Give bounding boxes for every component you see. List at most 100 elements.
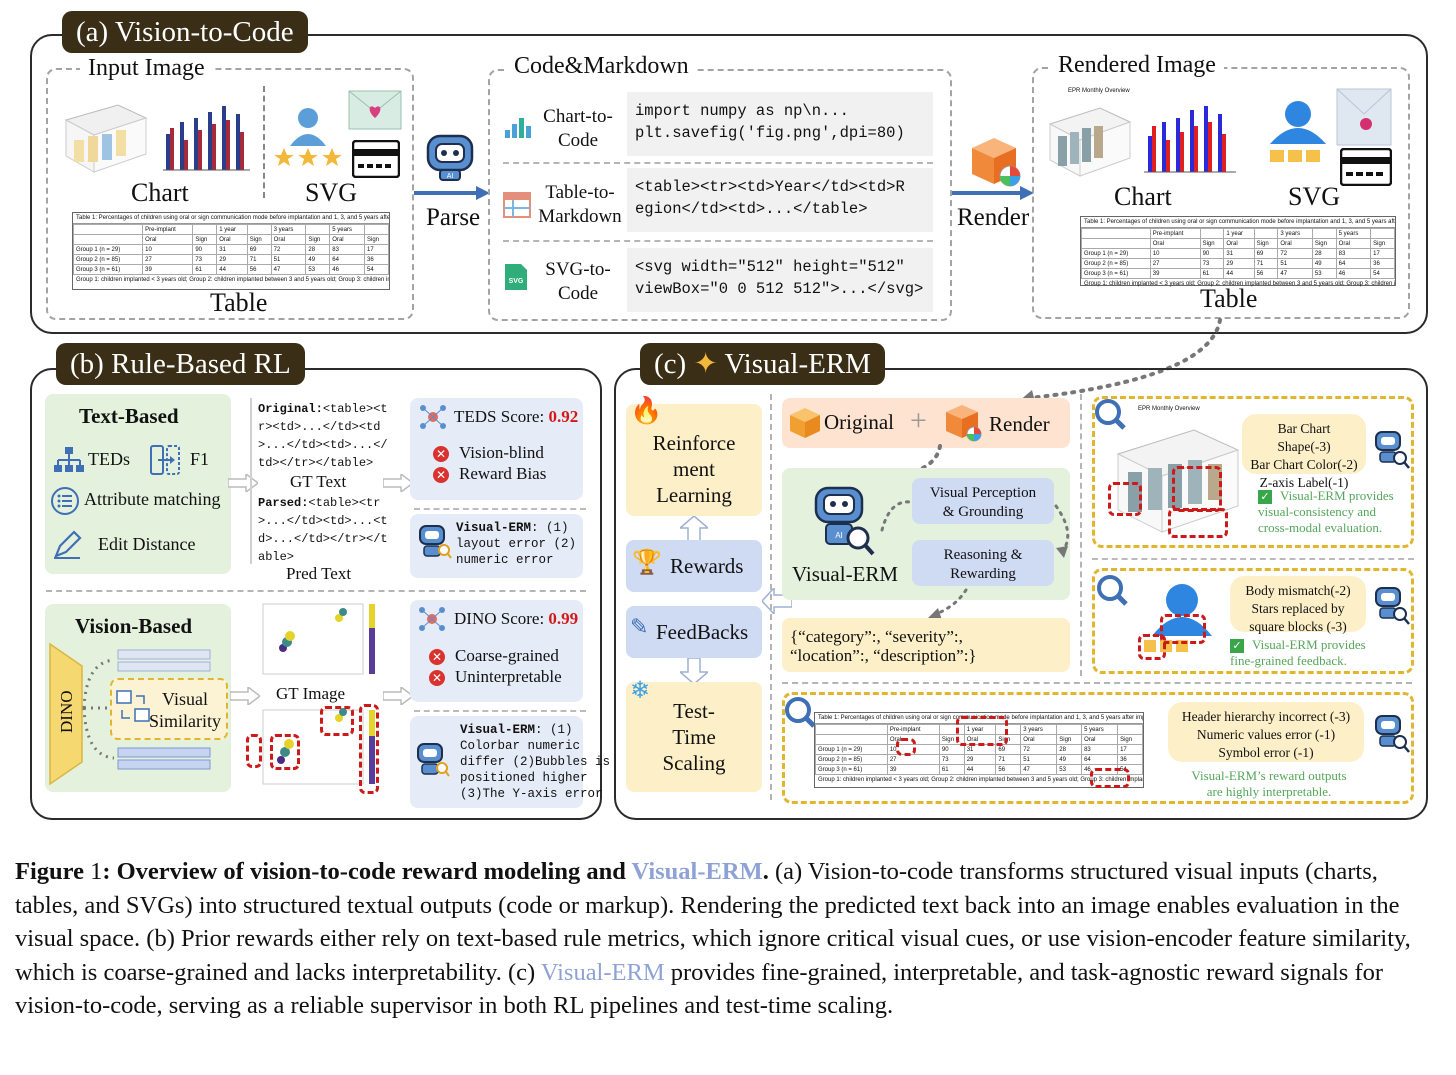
dino-trapezoid — [49, 642, 83, 786]
snowflake-icon: ❄ — [630, 678, 651, 704]
render-label: Render — [957, 204, 1030, 231]
bar-chart-icon — [505, 118, 531, 138]
perception-box — [912, 478, 1054, 524]
teds-score: TEDS Score: 0.92 — [454, 407, 579, 426]
input-image-title: Input Image — [80, 55, 213, 82]
original-code: Original:<table><t r><td>...</td><td >..… — [258, 402, 388, 470]
x-icon: ✕ — [429, 670, 445, 687]
chart-code-block: import numpy as np\n... plt.savefig('fig… — [627, 92, 933, 156]
example-user-icon — [1144, 584, 1212, 652]
erm-main-robot-icon: AI — [814, 486, 875, 556]
svg-file-icon: SVG — [505, 264, 527, 290]
code-markdown-title: Code&Markdown — [506, 53, 697, 80]
fire-icon: 🔥 — [630, 396, 663, 425]
input-divider — [263, 86, 265, 198]
attribute-list-icon — [51, 487, 79, 515]
check-icon: ✓ — [1258, 490, 1272, 505]
rendered-table-label: Table — [1200, 284, 1258, 313]
input-image-group — [46, 68, 414, 320]
b-right-sep-2 — [414, 710, 586, 712]
left-arrow-to-feedback — [762, 588, 792, 614]
gt-to-dino-arrow — [383, 687, 413, 705]
perception-label: Visual Perception & Grounding — [929, 485, 1037, 520]
tts-box — [626, 682, 762, 792]
text-based-title: Text-Based — [79, 404, 179, 428]
highlight-body — [1160, 614, 1206, 644]
reasoning-label: Reasoning & Rewarding — [943, 547, 1023, 582]
panel-c-tag: (c) ✦ Visual-ERM — [640, 343, 885, 385]
erm-internal-flow — [880, 500, 1070, 620]
f1-label: F1 — [190, 449, 210, 469]
render-cube-icon-2 — [946, 405, 982, 442]
image-compare-icon — [116, 690, 150, 722]
erm-robot-icon-2 — [417, 743, 450, 777]
erm-robot-small-2 — [1375, 587, 1410, 625]
gt-scatter-plot — [255, 598, 385, 682]
teds-tree-icon — [54, 447, 84, 472]
rendered-svg-label: SVG — [1288, 182, 1341, 211]
json-output: {“category”:, “severity”:, “location”:, … — [790, 627, 977, 665]
text-based-box — [45, 394, 231, 574]
rl-label: Reinforce ment Learning — [652, 431, 736, 507]
code-sep-1 — [503, 162, 933, 164]
plus-sign: + — [910, 404, 927, 437]
table-icon — [503, 192, 531, 218]
input-chart-3d — [64, 104, 148, 173]
tts-label: Test- Time Scaling — [662, 699, 726, 775]
party-icon: ✦ — [693, 348, 718, 380]
input-table-label: Table — [210, 288, 268, 317]
input-svg-label: SVG — [305, 178, 358, 207]
original-cube-icon — [790, 408, 820, 438]
example-svg-note: ✓Visual-ERM provides fine-grained feedba… — [1230, 637, 1366, 669]
down-arrow-1 — [680, 658, 708, 684]
magnifier-icon-2 — [1097, 575, 1128, 606]
rendered-bars — [1148, 106, 1226, 172]
highlight-bubbles-left — [270, 734, 300, 770]
gt-to-score-arrow — [383, 474, 413, 492]
input-bars — [166, 106, 244, 170]
gt-image-label: GT Image — [276, 684, 346, 703]
table-code-block: <table><tr><td>Year</td><td>R egion</td>… — [627, 168, 933, 232]
rendered-chart-3d — [1048, 107, 1132, 177]
table-to-markdown-label: Table-to- Markdown — [538, 182, 622, 227]
visual-similarity-label: Visual Similarity — [149, 689, 221, 731]
f1-icon — [150, 445, 180, 475]
c-mid-sep — [782, 682, 1412, 684]
erm-robot-icon — [419, 525, 452, 559]
input-chart-label: Chart — [131, 178, 189, 207]
c-left-divider — [770, 394, 772, 800]
b-right-sep — [414, 508, 586, 510]
input-bar-chart — [158, 92, 254, 178]
example-table-note: Visual-ERM’s reward outputs are highly i… — [1191, 768, 1347, 799]
rendered-mini-table: Table 1: Percentages of children using o… — [1080, 216, 1396, 287]
credit-card-icon — [352, 140, 400, 178]
check-icon: ✓ — [1230, 639, 1244, 654]
erm-robot-small-3 — [1375, 715, 1410, 753]
svg-text:SVG: SVG — [509, 278, 524, 285]
example-svg-speech: Body mismatch(-2) Stars replaced by squa… — [1230, 576, 1366, 634]
x-icon: ✕ — [433, 446, 449, 463]
rendered-chart-label: Chart — [1114, 182, 1172, 211]
rendered-chart-title: EPR Monthly Overview — [1068, 88, 1130, 94]
rewards-box — [626, 540, 762, 592]
robot-icon: AI — [426, 134, 474, 181]
dino-con-2: ✕Uninterpretable — [429, 667, 562, 687]
vision-based-title: Vision-Based — [75, 614, 193, 638]
dino-flow — [82, 649, 211, 770]
user-stars-icon — [274, 108, 342, 166]
example-chart-note: ✓Visual-ERM provides visual-consistency … — [1258, 488, 1394, 536]
rendered-envelope-icon — [1336, 88, 1392, 146]
panel-b-tag: (b) Rule-Based RL — [56, 343, 305, 385]
rl-box — [626, 404, 762, 516]
rendered-card-icon — [1340, 148, 1392, 186]
original-label: Original — [824, 410, 894, 434]
erm-main-label: Visual-ERM — [792, 562, 899, 586]
reasoning-box — [912, 540, 1054, 586]
panel-vision-to-code — [30, 34, 1428, 334]
input-mini-table: Table 1: Percentages of children using o… — [72, 212, 390, 290]
render-label-c: Render — [989, 412, 1050, 436]
highlight-symbol — [1090, 768, 1130, 788]
highlight-stars — [1138, 634, 1166, 660]
teds-con-1: ✕Vision-blind — [433, 443, 544, 463]
pred-text-label: Pred Text — [286, 564, 352, 583]
